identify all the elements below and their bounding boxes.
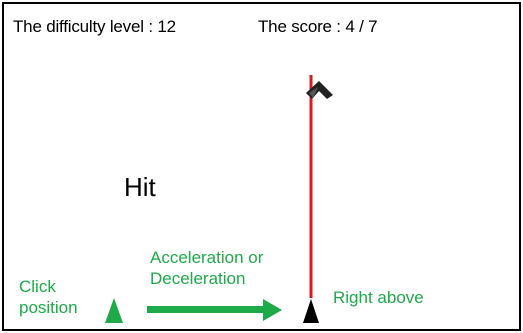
click-position-line-2: position	[19, 298, 78, 317]
black-triangle-icon	[303, 299, 319, 323]
acceleration-line-2: Deceleration	[150, 269, 246, 288]
hit-status-text: Hit	[124, 172, 156, 202]
green-triangle-icon	[105, 298, 123, 323]
difficulty-level-label: The difficulty level : 12	[13, 17, 176, 36]
right-arrow-icon	[147, 299, 282, 321]
click-position-line-1: Click	[19, 277, 56, 296]
acceleration-annotation: Acceleration or Deceleration	[150, 247, 263, 289]
right-above-annotation: Right above	[333, 288, 424, 307]
acceleration-line-1: Acceleration or	[150, 248, 264, 267]
score-label: The score : 4 / 7	[258, 17, 378, 36]
click-position-annotation: Click position	[19, 276, 78, 318]
diamond-shape-icon	[306, 81, 333, 99]
